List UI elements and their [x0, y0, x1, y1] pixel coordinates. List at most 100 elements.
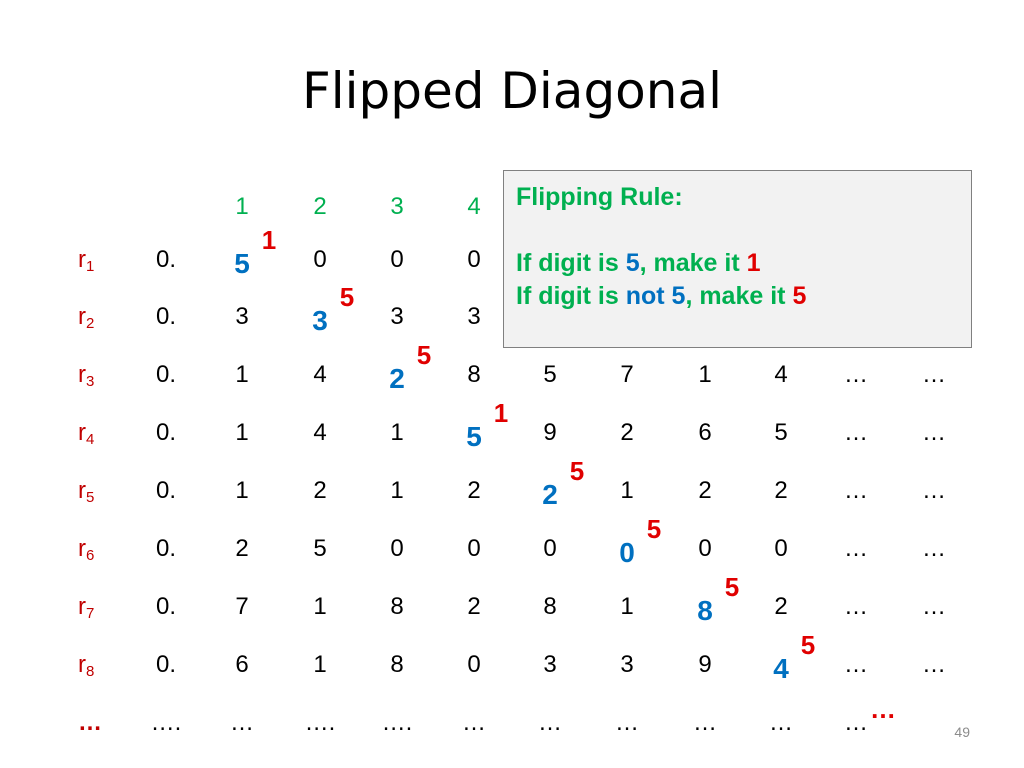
- table-cell: 1: [698, 361, 712, 388]
- table-cell: …: [844, 593, 868, 620]
- table-cell: 0: [543, 535, 557, 562]
- rule-line-1-result: 1: [746, 249, 761, 277]
- diagonal-digit: 5: [466, 421, 482, 452]
- table-cell: …: [922, 651, 946, 678]
- row-label: r1: [78, 246, 95, 275]
- table-cell: 6: [698, 419, 712, 446]
- flipped-ellipsis: …: [870, 694, 896, 724]
- rule-line-1-text-a: If digit is: [516, 249, 626, 277]
- table-cell: 2: [467, 477, 481, 504]
- table-cell: 2: [774, 593, 788, 620]
- table-cell: …: [230, 709, 254, 736]
- table-cell: 1: [235, 419, 249, 446]
- diagonal-digit: 2: [542, 479, 558, 510]
- table-cell: …: [462, 709, 486, 736]
- table-cell: 5: [313, 535, 327, 562]
- table-cell: …: [922, 593, 946, 620]
- rule-line-2-text-c: , make it: [685, 282, 793, 310]
- diagonal-digit: 4: [773, 653, 789, 684]
- table-cell: …: [538, 709, 562, 736]
- row-label: r4: [78, 419, 95, 448]
- row-label: r6: [78, 535, 95, 564]
- table-cell: 1: [390, 477, 404, 504]
- diagonal-digit: 0: [619, 537, 635, 568]
- table-cell: 8: [467, 361, 481, 388]
- table-cell: 8: [390, 593, 404, 620]
- table-cell: 3: [390, 303, 404, 330]
- table-cell: …: [844, 535, 868, 562]
- table-cell: 2: [235, 535, 249, 562]
- column-header-4: 4: [467, 193, 481, 220]
- table-cell: 8: [543, 593, 557, 620]
- row-label: r7: [78, 593, 95, 622]
- table-cell: 6: [235, 651, 249, 678]
- table-cell: 0: [774, 535, 788, 562]
- flipped-digit: 1: [261, 225, 277, 255]
- table-cell: 1: [620, 477, 634, 504]
- table-cell: 1: [620, 593, 634, 620]
- row-label: r8: [78, 651, 95, 680]
- table-cell: 0.: [155, 477, 176, 504]
- rule-line-2-digit: not 5: [625, 282, 686, 310]
- rule-line-2-text-a: If digit is: [516, 282, 626, 310]
- table-cell: 3: [467, 303, 481, 330]
- rule-line-1-text-c: , make it: [639, 249, 747, 277]
- rule-line-2-result: 5: [792, 282, 807, 310]
- rule-line-2: If digit is not 5, make it 5: [516, 280, 959, 313]
- table-cell: 0: [698, 535, 712, 562]
- column-header-2: 2: [313, 193, 327, 220]
- table-cell: 7: [235, 593, 249, 620]
- table-cell: …: [844, 419, 868, 446]
- table-cell: 0.: [155, 593, 176, 620]
- row-label: r2: [78, 303, 95, 332]
- table-cell: …: [769, 709, 793, 736]
- table-cell: 0.: [155, 535, 176, 562]
- column-header-3: 3: [390, 193, 404, 220]
- table-cell: …: [844, 361, 868, 388]
- table-cell: …: [844, 709, 868, 736]
- table-cell: ….: [304, 709, 336, 736]
- table-cell: 1: [313, 651, 327, 678]
- flipped-digit: 5: [569, 456, 585, 486]
- table-cell: 2: [620, 419, 634, 446]
- table-cell: 0.: [155, 303, 176, 330]
- diagonal-digit: 3: [312, 305, 328, 336]
- table-cell: 0.: [155, 361, 176, 388]
- table-cell: 4: [313, 419, 327, 446]
- flipping-rule-box: Flipping Rule: If digit is 5, make it 1 …: [503, 170, 972, 348]
- row-label: …: [78, 709, 102, 736]
- row-label: r3: [78, 361, 95, 390]
- table-cell: 0: [467, 246, 481, 273]
- flipped-digit: 5: [646, 514, 662, 544]
- table-cell: …: [922, 477, 946, 504]
- table-cell: 1: [235, 361, 249, 388]
- flipped-digit: 5: [800, 630, 816, 660]
- table-cell: 0: [467, 651, 481, 678]
- table-cell: 2: [467, 593, 481, 620]
- table-cell: 2: [774, 477, 788, 504]
- table-cell: 4: [774, 361, 788, 388]
- flipped-digit: 5: [416, 340, 432, 370]
- table-cell: 4: [313, 361, 327, 388]
- flipped-digit: 5: [724, 572, 740, 602]
- table-cell: 3: [543, 651, 557, 678]
- table-cell: 5: [774, 419, 788, 446]
- table-cell: 2: [698, 477, 712, 504]
- table-cell: 0: [467, 535, 481, 562]
- table-cell: …: [693, 709, 717, 736]
- page-number: 49: [954, 724, 970, 740]
- table-cell: 7: [620, 361, 634, 388]
- table-cell: …: [844, 477, 868, 504]
- table-cell: …: [922, 419, 946, 446]
- table-cell: 0.: [155, 419, 176, 446]
- table-cell: 0: [390, 535, 404, 562]
- row-label: r5: [78, 477, 95, 506]
- table-cell: ….: [381, 709, 413, 736]
- table-cell: 0.: [155, 651, 176, 678]
- table-cell: 0.: [155, 246, 176, 273]
- flipped-digit: 5: [339, 282, 355, 312]
- column-header-1: 1: [235, 193, 249, 220]
- diagonal-digit: 8: [697, 595, 713, 626]
- table-cell: 0: [390, 246, 404, 273]
- table-cell: 9: [543, 419, 557, 446]
